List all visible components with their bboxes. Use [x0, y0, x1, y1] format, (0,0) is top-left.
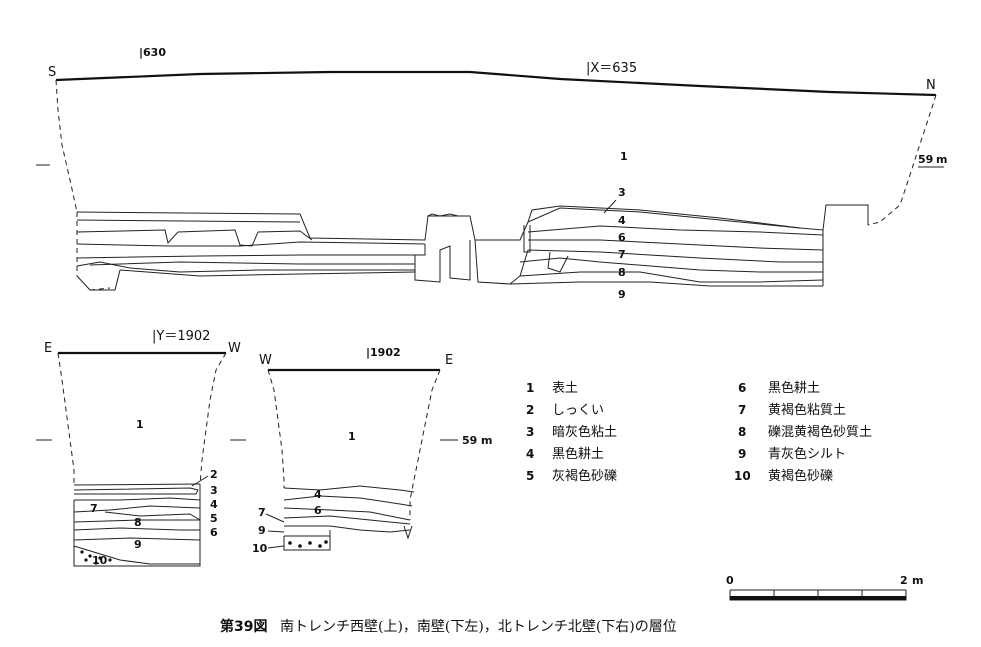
svg-text:7: 7 — [738, 403, 746, 417]
svg-text:3: 3 — [526, 425, 534, 439]
br-layer-10: 10 — [252, 542, 268, 555]
layer-1-base — [76, 204, 869, 241]
top-ground-surface — [55, 70, 937, 97]
svg-text:9: 9 — [738, 447, 746, 461]
bl-right-direction: W — [228, 341, 241, 356]
bl-layer-2: 2 — [210, 468, 218, 481]
legend-text-5: 灰褐色砂礫 — [552, 468, 617, 484]
br-level-unit: m — [481, 434, 492, 447]
top-right-direction: N — [926, 78, 936, 93]
legend-text-8: 礫混黄褐色砂質土 — [768, 424, 872, 440]
legend-item-9: 9 青灰色シルト — [738, 446, 846, 462]
legend-item-4: 4 黒色耕土 — [526, 446, 604, 462]
bl-layer-1: 1 — [136, 418, 144, 431]
scale-end: 2 — [900, 574, 908, 587]
legend-item-7: 7 黄褐色粘質土 — [738, 402, 846, 418]
br-layer-1: 1 — [348, 430, 356, 443]
scale-start: 0 — [726, 574, 734, 587]
top-level-unit: m — [936, 153, 947, 166]
figure-caption: 第39図 南トレンチ西壁(上)，南壁(下左)，北トレンチ北壁(下右)の層位 — [220, 618, 677, 635]
br-layer-4: 4 — [314, 488, 322, 501]
top-left-wall — [55, 79, 78, 213]
br-level-value: 59 — [462, 434, 477, 447]
top-left-direction: S — [48, 65, 56, 80]
legend-item-8: 8 礫混黄褐色砂質土 — [738, 424, 872, 440]
legend: 1 表土 2 しっくい 3 暗灰色粘土 4 黒色耕土 5 灰褐色砂礫 6 黒色耕… — [526, 380, 872, 484]
top-layer-9: 9 — [618, 288, 626, 301]
svg-text:2: 2 — [526, 403, 534, 417]
svg-text:4: 4 — [526, 447, 534, 461]
scale-unit: m — [912, 574, 923, 587]
legend-item-1: 1 表土 — [526, 381, 578, 396]
svg-text:1: 1 — [526, 381, 534, 395]
br-layer-7: 7 — [258, 506, 266, 519]
legend-text-10: 黄褐色砂礫 — [768, 468, 833, 484]
bl-left-direction: E — [44, 341, 52, 356]
bl-layer-3: 3 — [210, 484, 218, 497]
top-level-value: 59 — [918, 153, 933, 166]
bl-layer-8: 8 — [134, 516, 142, 529]
legend-item-10: 10 黄褐色砂礫 — [734, 468, 833, 484]
bottom-left-section: E W |Y＝1902 1 2 3 4 5 6 7 8 9 10 — [36, 329, 246, 567]
br-layer-6: 6 — [314, 504, 322, 517]
br-right-wall — [409, 369, 441, 520]
br-marker: |1902 — [366, 346, 401, 359]
svg-text:10: 10 — [734, 469, 751, 483]
top-layer-4: 4 — [618, 214, 626, 227]
legend-text-4: 黒色耕土 — [552, 446, 604, 462]
legend-text-2: しっくい — [552, 403, 604, 418]
br-layer-9: 9 — [258, 524, 266, 537]
svg-text:6: 6 — [738, 381, 746, 395]
legend-item-5: 5 灰褐色砂礫 — [526, 468, 617, 484]
top-section: S N |630 |X＝635 59 m 1 3 4 6 7 8 9 — [36, 46, 947, 301]
top-marker-x: |X＝635 — [586, 61, 637, 76]
top-right-wall — [867, 94, 937, 226]
bl-left-wall — [57, 352, 75, 485]
top-layer-7: 7 — [618, 248, 626, 261]
svg-text:5: 5 — [526, 469, 534, 483]
br-right-direction: E — [445, 353, 453, 368]
bl-layer-6: 6 — [210, 526, 218, 539]
legend-text-7: 黄褐色粘質土 — [768, 402, 846, 418]
legend-item-3: 3 暗灰色粘土 — [526, 424, 617, 440]
legend-text-9: 青灰色シルト — [768, 446, 846, 462]
bl-layer-5: 5 — [210, 512, 218, 525]
top-layer-6: 6 — [618, 231, 626, 244]
legend-item-2: 2 しっくい — [526, 403, 604, 418]
bl-layer-10: 10 — [92, 554, 108, 567]
top-layer-3: 3 — [618, 186, 626, 199]
bl-right-wall — [199, 352, 227, 486]
br-left-direction: W — [259, 353, 272, 368]
top-layer-1: 1 — [620, 150, 628, 163]
br-left-wall — [267, 369, 285, 488]
legend-text-3: 暗灰色粘土 — [552, 424, 617, 440]
top-layer-8: 8 — [618, 266, 626, 279]
bl-layer-9: 9 — [134, 538, 142, 551]
legend-text-6: 黒色耕土 — [768, 380, 820, 396]
legend-item-6: 6 黒色耕土 — [738, 380, 820, 396]
bottom-right-section: W E |1902 59 m 1 4 6 7 9 10 — [252, 346, 492, 555]
top-marker-630: |630 — [139, 46, 166, 59]
bl-layer-7: 7 — [90, 502, 98, 515]
br-gravel-pattern — [288, 540, 328, 548]
bl-gravel-pattern — [80, 550, 112, 565]
bl-layer-4: 4 — [210, 498, 218, 511]
figure-title: 南トレンチ西壁(上)，南壁(下左)，北トレンチ北壁(下右)の層位 — [280, 619, 677, 635]
svg-text:8: 8 — [738, 425, 746, 439]
figure-number: 第39図 — [220, 618, 267, 635]
scale-bar: 0 2 m — [726, 574, 923, 601]
bl-marker-y: |Y＝1902 — [152, 329, 210, 344]
legend-text-1: 表土 — [552, 381, 578, 396]
